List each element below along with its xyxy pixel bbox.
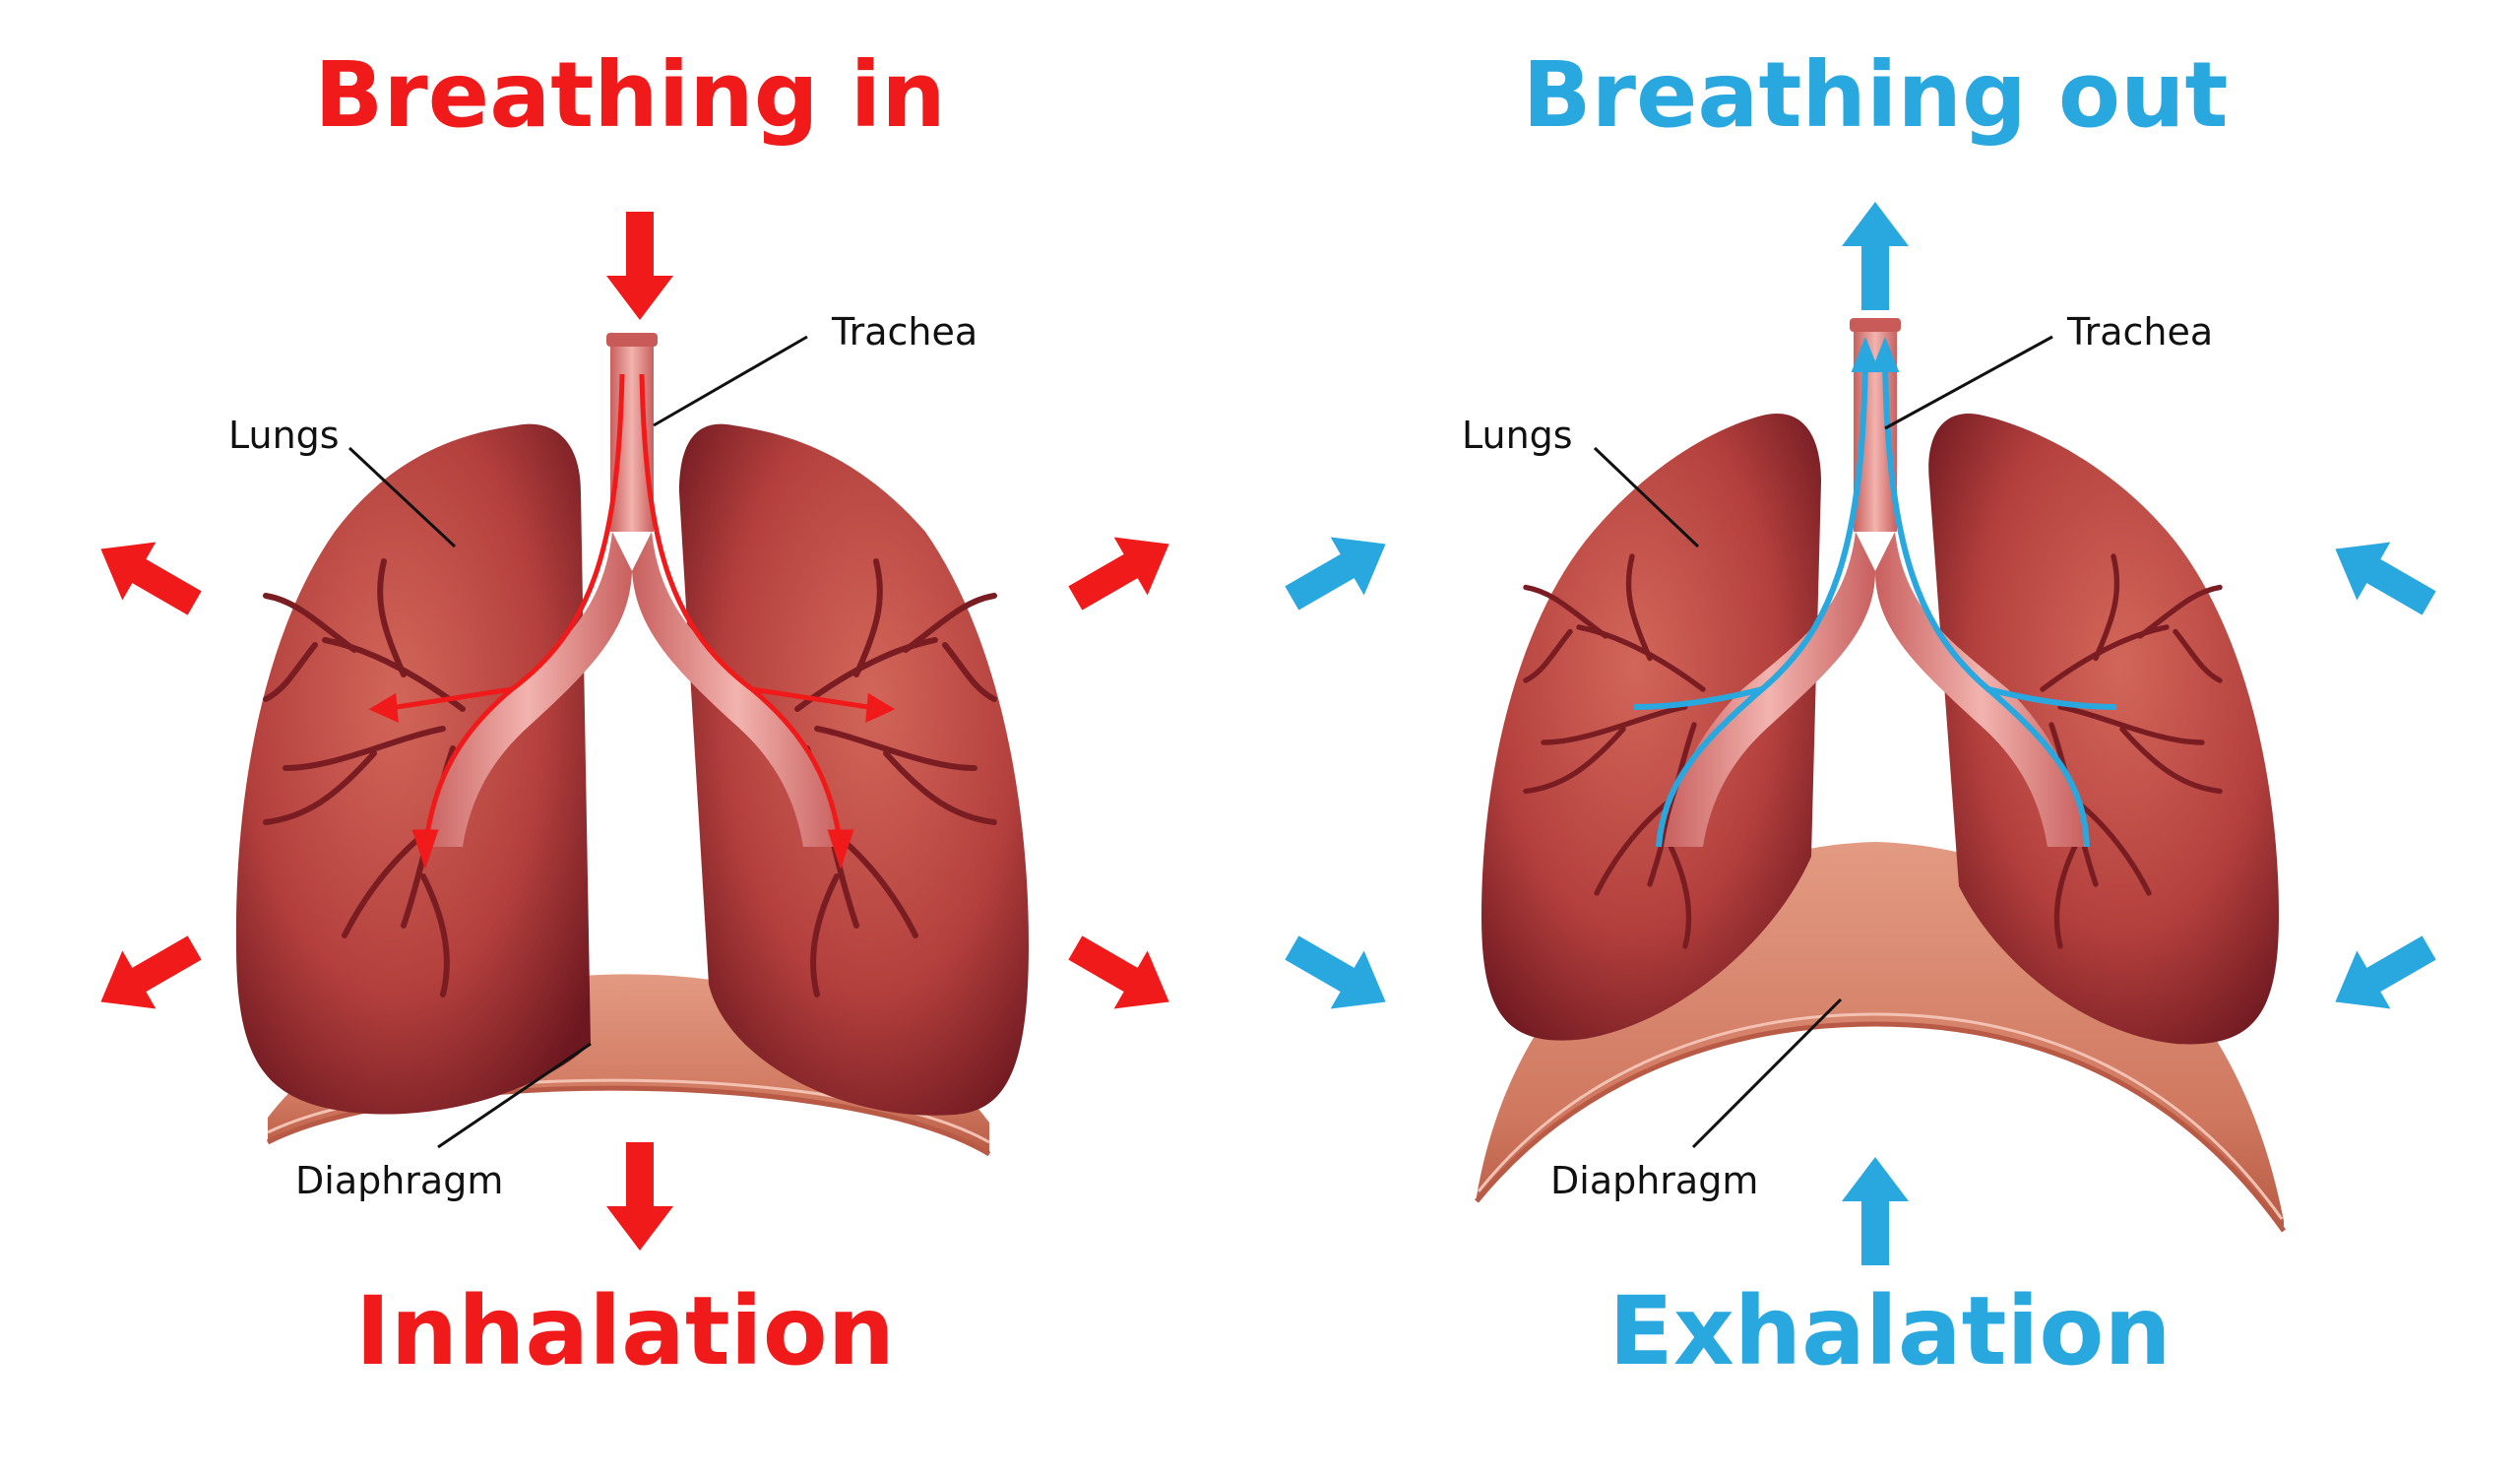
inhale-right-lung <box>679 423 1029 1116</box>
arrow-icon <box>2318 520 2446 632</box>
arrow-icon <box>606 212 673 320</box>
arrow-icon <box>606 1142 673 1251</box>
inhale-label-lungs: Lungs <box>228 414 340 457</box>
exhale-label-diaphragm: Diaphragm <box>1550 1159 1758 1202</box>
inhale-label-trachea: Trachea <box>831 310 977 353</box>
inhale-caption: Inhalation <box>355 1276 895 1386</box>
inhale-title: Breathing in <box>314 42 945 148</box>
arrow-icon <box>1842 202 1909 310</box>
inhalation-panel: Breathing in <box>84 42 1186 1386</box>
arrow-icon <box>84 520 212 632</box>
exhale-leaders <box>1593 335 2053 1149</box>
exhale-right-lung <box>1928 413 2279 1045</box>
exhale-left-lung <box>1481 413 1821 1041</box>
inhale-airflow <box>368 373 896 869</box>
inhale-left-lung <box>235 423 591 1115</box>
arrow-icon <box>1275 919 1403 1031</box>
arrow-icon <box>1275 515 1403 627</box>
arrow-icon <box>2318 919 2446 1031</box>
inhale-label-diaphragm: Diaphragm <box>295 1159 503 1202</box>
exhale-caption: Exhalation <box>1608 1276 2171 1386</box>
exhale-airflow <box>1633 336 2117 848</box>
inhale-leaders <box>347 335 808 1149</box>
arrow-icon <box>1058 515 1186 627</box>
exhale-label-lungs: Lungs <box>1462 414 1573 457</box>
exhale-title: Breathing out <box>1522 42 2228 148</box>
arrow-icon <box>1842 1157 1909 1265</box>
exhalation-panel: Breathing out <box>1275 42 2446 1386</box>
arrow-icon <box>1058 919 1186 1031</box>
arrow-icon <box>84 919 212 1031</box>
exhale-label-trachea: Trachea <box>2066 310 2213 353</box>
